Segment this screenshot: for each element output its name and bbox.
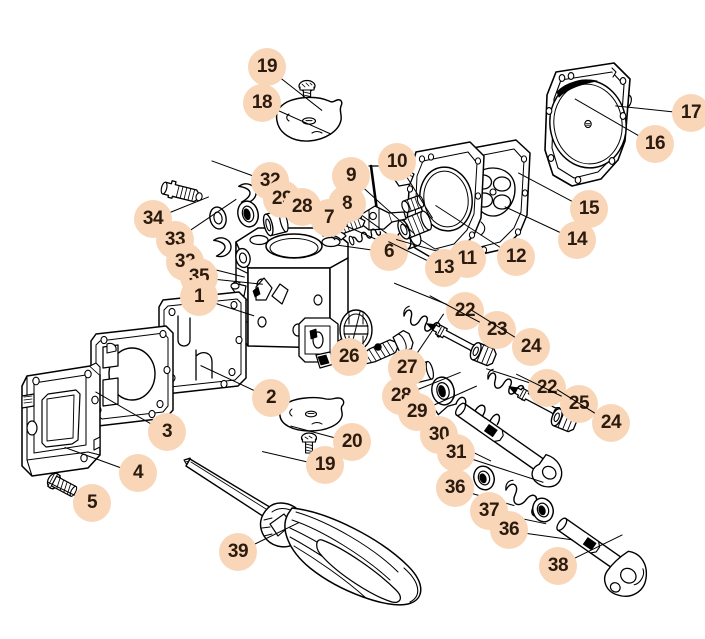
callout-2-metering-diaphragm-body[interactable]: 2 [252, 379, 290, 417]
callout-31-throttle-shaft[interactable]: 31 [437, 434, 475, 472]
callout-16-metering-cover[interactable]: 16 [636, 125, 674, 163]
callout-39-screwdriver[interactable]: 39 [219, 533, 257, 571]
callout-36-washer-upper[interactable]: 36 [436, 469, 474, 507]
callout-3-pump-gasket-lower[interactable]: 3 [148, 413, 186, 451]
callout-6-lever-spring[interactable]: 6 [370, 233, 408, 271]
callout-4-pump-body[interactable]: 4 [119, 454, 157, 492]
callout-19-pump-cover-screw-top[interactable]: 19 [248, 48, 286, 86]
callout-38-choke-shaft[interactable]: 38 [539, 547, 577, 585]
callout-7-inlet-needle[interactable]: 7 [310, 199, 348, 237]
callout-24-limiter-cap-lower[interactable]: 24 [592, 404, 630, 442]
callout-26-choke-shutter[interactable]: 26 [330, 338, 368, 376]
callout-17-cover-screw[interactable]: 17 [672, 94, 705, 132]
callout-13-strainer-cap[interactable]: 13 [425, 249, 463, 287]
callout-5-pump-body-screw[interactable]: 5 [73, 484, 111, 522]
callout-1-fuel-screen[interactable]: 1 [180, 278, 218, 316]
callout-24-limiter-cap-upper[interactable]: 24 [512, 328, 550, 366]
callout-15-metering-diaphragm[interactable]: 15 [570, 190, 608, 228]
callout-36-washer-lower[interactable]: 36 [490, 511, 528, 549]
callout-12-pump-gasket[interactable]: 12 [497, 238, 535, 276]
callout-10-lever-pin[interactable]: 10 [378, 143, 416, 181]
callout-19-pump-cover-screw[interactable]: 19 [306, 446, 344, 484]
callout-18-pump-diaphragm[interactable]: 18 [243, 84, 281, 122]
callout-14-gasket[interactable]: 14 [558, 221, 596, 259]
